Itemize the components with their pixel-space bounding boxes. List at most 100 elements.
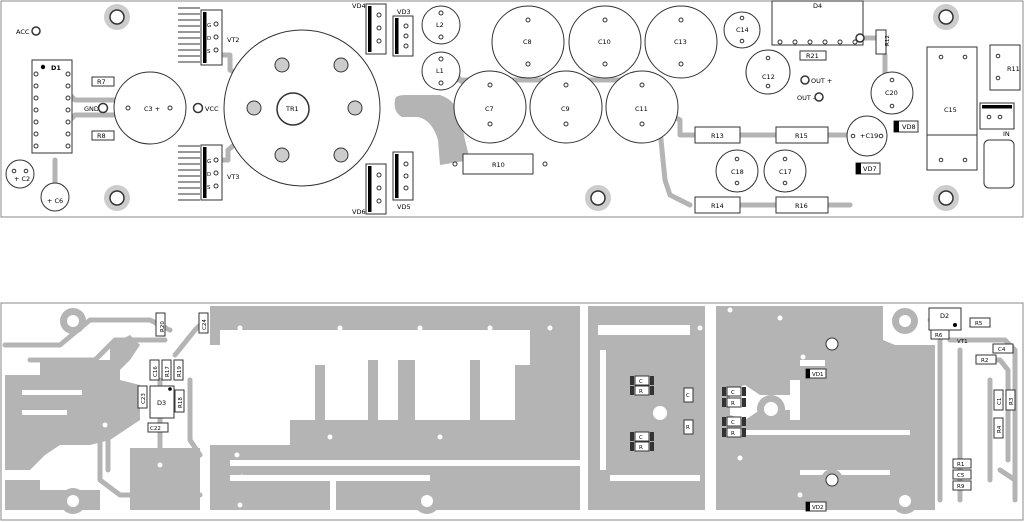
svg-text:G: G (207, 159, 211, 165)
c16-capacitor (149, 359, 160, 381)
r21-resistor (799, 50, 827, 61)
vd5-label: VD5 (397, 203, 411, 211)
r4-resistor (993, 417, 1004, 439)
mounting-hole (104, 4, 130, 30)
svg-text:R: R (639, 445, 643, 451)
acc-pad (31, 26, 41, 36)
r10-resistor (462, 153, 534, 175)
vt2-label: VT2 (227, 36, 240, 44)
r21-label: R21 (806, 52, 819, 60)
out-minus-label: OUT - (797, 94, 816, 102)
c4-capacitor (992, 343, 1014, 354)
r20-label: R20 (160, 321, 166, 332)
r8-resistor (91, 130, 115, 141)
c6-label: + C6 (47, 197, 63, 205)
c7-capacitor (453, 70, 527, 144)
bottom-mounting-holes (60, 308, 918, 514)
r19-label: R19 (177, 366, 183, 377)
r17-label: R17 (165, 366, 171, 377)
bottom-vias (17, 307, 1003, 508)
bottom-board: R20 C24 C16 R17 R19 C23 D3 R18 C22 C R C (0, 302, 1024, 521)
mounting-hole (757, 395, 785, 423)
mounting-hole (821, 333, 843, 355)
r6-label: R6 (935, 333, 943, 339)
vd8-label: VD8 (902, 123, 916, 131)
r15-label: R15 (795, 132, 808, 140)
c20-label: C20 (885, 89, 898, 97)
c17-label: C17 (779, 168, 792, 176)
d2-label: D2 (940, 312, 949, 320)
svg-text:C: C (639, 435, 643, 441)
l2-inductor (421, 5, 461, 45)
r5-resistor (969, 317, 991, 328)
r18-label: R18 (178, 397, 184, 408)
c19-capacitor (846, 115, 888, 157)
c1-capacitor (993, 389, 1004, 411)
mounting-hole (414, 488, 440, 514)
cr-pair: C R (630, 431, 654, 452)
r17-resistor (161, 359, 172, 381)
r9-label: R9 (957, 484, 965, 490)
mounting-hole (892, 488, 918, 514)
c4-label: C4 (998, 347, 1006, 353)
r1-resistor (952, 458, 972, 469)
c1-label: C1 (997, 398, 1003, 405)
svg-text:C: C (686, 393, 690, 399)
svg-text:R: R (639, 389, 643, 395)
c2-capacitor (5, 159, 35, 189)
c24-capacitor (198, 312, 209, 334)
cr-pair: C R (722, 386, 746, 408)
c8-label: C8 (523, 38, 532, 46)
vt3-transistor: G D S (178, 144, 223, 201)
r4-label: R4 (997, 425, 1003, 433)
r11-label: R11 (1007, 65, 1020, 73)
r3-resistor (1005, 389, 1016, 411)
vcc-pad (192, 102, 204, 114)
mounting-hole (585, 185, 611, 211)
c7-label: C7 (485, 105, 494, 113)
c8-capacitor (491, 5, 565, 79)
c22-capacitor (147, 422, 169, 433)
in-label: IN (1003, 130, 1010, 138)
d3-label: D3 (157, 399, 166, 407)
gnd-pad (97, 102, 109, 114)
svg-text:S: S (207, 49, 211, 55)
r7-resistor (91, 76, 115, 87)
svg-text:R: R (731, 401, 735, 407)
d1-ic (31, 59, 73, 154)
r16-label: R16 (795, 202, 808, 210)
c19-label: +C19 (860, 132, 878, 140)
mounting-hole (933, 185, 959, 211)
r3-label: R3 (1009, 397, 1015, 405)
svg-text:C: C (731, 390, 735, 396)
c10-label: C10 (598, 38, 611, 46)
gnd-label: GND (84, 105, 99, 113)
vt1-label: VT1 (957, 339, 968, 345)
c18-capacitor (715, 149, 759, 193)
vd2-label: VD2 (812, 505, 824, 511)
r10-label: R10 (492, 161, 505, 169)
vd3-diode (392, 15, 414, 57)
c2-label: + C2 (14, 175, 30, 183)
r8-label: R8 (97, 132, 106, 140)
r13-label: R13 (711, 132, 724, 140)
cr-pair: C R (722, 416, 746, 438)
r16-resistor (775, 196, 829, 214)
l1-label: L1 (436, 67, 444, 75)
r15-resistor (775, 126, 829, 144)
mounting-hole (892, 308, 918, 334)
mounting-hole (60, 308, 86, 334)
c15-capacitor (926, 46, 978, 171)
d1-label: D1 (51, 64, 61, 72)
cr-pair-vertical: C R (683, 387, 694, 435)
vd4-diode (365, 3, 387, 55)
svg-text:S: S (207, 185, 211, 191)
r20-resistor (155, 312, 166, 337)
c18-label: C18 (731, 168, 744, 176)
r7-label: R7 (97, 78, 106, 86)
c5-capacitor (952, 469, 972, 480)
l1-inductor (421, 51, 461, 91)
c9-label: C9 (561, 105, 570, 113)
c17-capacitor (763, 149, 807, 193)
svg-text:G: G (207, 23, 211, 29)
